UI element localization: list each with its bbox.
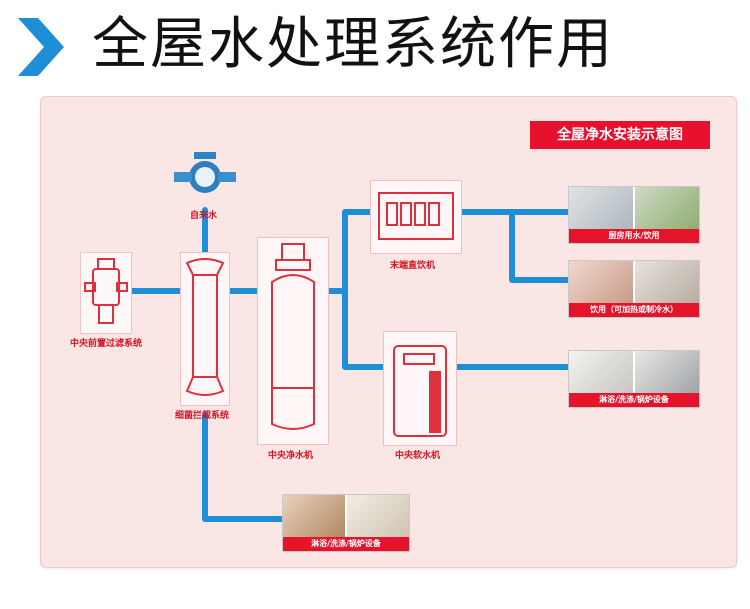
bacteria-card <box>180 252 230 406</box>
use-bottom-photo: 淋浴/洗涤/锅炉设备 <box>282 494 410 552</box>
prefilter-icon <box>84 258 128 324</box>
use-bath-caption: 淋浴/洗涤/锅炉设备 <box>569 393 699 407</box>
chevron-right-icon <box>18 18 64 76</box>
water-meter-icon <box>174 152 236 193</box>
use-bath-photo: 淋浴/洗涤/锅炉设备 <box>568 350 700 408</box>
prefilter-label: 中央前置过滤系统 <box>70 339 143 349</box>
softener-machine-icon <box>393 345 447 437</box>
purifier-tank-icon <box>271 243 315 430</box>
use-drink-caption: 饮用（可加热或制冷水） <box>569 303 699 317</box>
terminal-machine-icon <box>378 192 454 240</box>
bacteria-filter-icon <box>185 258 225 396</box>
use-kitchen-caption: 厨房用水/饮用 <box>569 229 699 243</box>
prefilter-card <box>80 252 132 334</box>
water-meter-label: 自来水 <box>190 211 218 221</box>
softener-card <box>383 331 457 446</box>
terminal-label: 末端直饮机 <box>390 261 436 271</box>
softener-label: 中央软水机 <box>395 451 441 461</box>
page-title: 全屋水处理系统作用 <box>92 12 614 77</box>
use-bottom-caption: 淋浴/洗涤/锅炉设备 <box>283 537 409 551</box>
terminal-card <box>370 180 462 254</box>
bacteria-label: 细菌拦截系统 <box>175 411 230 421</box>
purifier-card <box>257 237 329 445</box>
use-kitchen-photo: 厨房用水/饮用 <box>568 186 700 244</box>
purifier-label: 中央净水机 <box>268 451 314 461</box>
use-drink-photo: 饮用（可加热或制冷水） <box>568 260 700 318</box>
diagram-badge: 全屋净水安装示意图 <box>530 121 710 149</box>
